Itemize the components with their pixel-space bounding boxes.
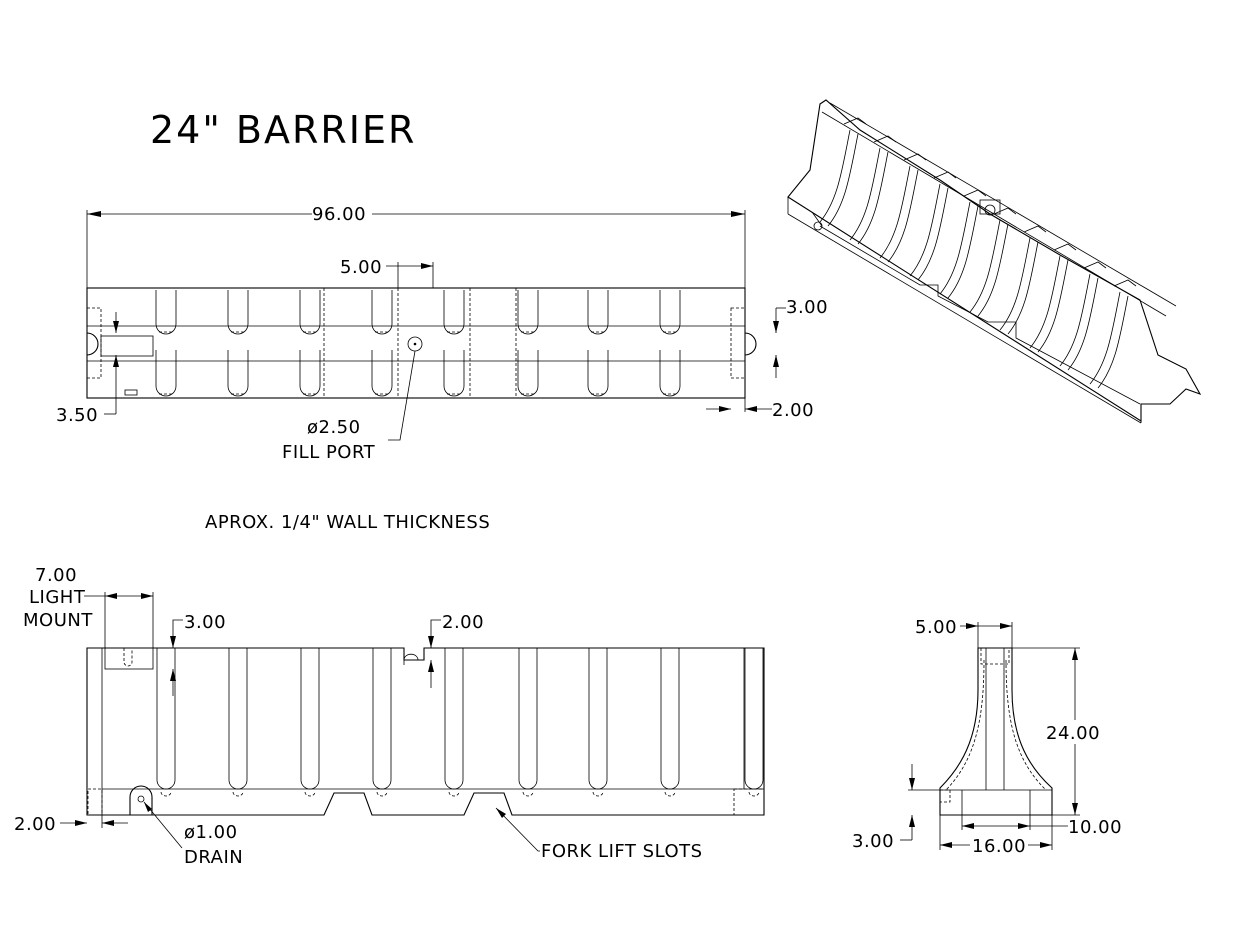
drain-diameter: ø1.00: [184, 822, 238, 843]
rib-slot: [659, 350, 681, 397]
dim-end-tab-width: 3.00: [786, 297, 828, 318]
top-view: 96.00 5.00 ø2.50 FILL PORT 3.50 3.00 2.0…: [56, 204, 828, 463]
dim-base-width: 16.00: [972, 836, 1026, 857]
wall-thickness-note: APROX. 1/4" WALL THICKNESS: [205, 512, 490, 533]
light-mount-label-2: MOUNT: [23, 610, 93, 631]
dim-fill-port-offset: 5.00: [340, 257, 382, 278]
side-rib: [744, 648, 764, 790]
dim-height: 24.00: [1046, 723, 1100, 744]
iso-rib: [879, 165, 911, 259]
rib-slot: [659, 290, 681, 335]
iso-rib: [969, 219, 1001, 313]
iso-rib: [939, 201, 971, 295]
rib-slot: [587, 290, 609, 335]
side-view: 7.00 LIGHT MOUNT 3.00 2.00 2.00 ø1.00 DR…: [14, 565, 765, 868]
side-rib: [228, 648, 248, 790]
dim-base-height: 3.00: [852, 831, 894, 852]
side-rib: [444, 648, 464, 790]
rib-slot: [227, 350, 249, 397]
dim-bottom-offset: 2.00: [14, 814, 56, 835]
rib-slot: [587, 350, 609, 397]
rib-slot: [371, 290, 393, 335]
dim-top-width: 5.00: [915, 617, 957, 638]
rib-slot: [517, 290, 539, 335]
dim-rib-offset: 3.00: [184, 612, 226, 633]
iso-rib: [1029, 255, 1061, 349]
rib-slot: [299, 290, 321, 335]
drain-label: DRAIN: [184, 847, 243, 868]
side-rib: [300, 648, 320, 790]
end-view: 5.00 24.00 10.00 16.00 3.00: [852, 617, 1122, 857]
iso-rib: [819, 129, 851, 223]
drain-circle: [137, 795, 145, 803]
rib-slot: [155, 290, 177, 335]
rib-slot: [155, 350, 177, 397]
rib-slot: [227, 290, 249, 335]
rib-slot: [299, 350, 321, 397]
top-view-rib-slots: [155, 290, 681, 397]
fill-port-label: FILL PORT: [282, 442, 376, 463]
isometric-ribs: [819, 117, 1137, 389]
iso-rib: [1089, 291, 1121, 385]
fill-port-diameter: ø2.50: [307, 417, 361, 438]
dim-fill-step: 2.00: [442, 612, 484, 633]
side-rib: [588, 648, 608, 790]
iso-rib: [999, 237, 1031, 331]
side-rib: [518, 648, 538, 790]
rib-slot: [443, 350, 465, 397]
rib-slot: [371, 350, 393, 397]
light-mount-label-1: LIGHT: [29, 587, 86, 608]
drawing-title: 24" BARRIER: [150, 108, 416, 152]
dim-overall-length: 96.00: [312, 204, 366, 225]
dim-end-gap: 2.00: [772, 400, 814, 421]
rib-slot: [517, 350, 539, 397]
side-view-ribs: [156, 648, 764, 797]
rib-slot: [443, 290, 465, 335]
side-rib: [156, 648, 176, 790]
iso-rib: [909, 183, 941, 277]
dim-light-mount: 7.00: [35, 565, 77, 586]
iso-rib: [1059, 273, 1091, 367]
drain-boss: [129, 785, 153, 815]
iso-rib: [849, 147, 881, 241]
isometric-view: [787, 99, 1202, 424]
side-rib: [660, 648, 680, 790]
dim-base-inner: 10.00: [1068, 817, 1122, 838]
fork-lift-slots-label: FORK LIFT SLOTS: [541, 841, 703, 862]
side-rib: [372, 648, 392, 790]
dim-end-notch-depth: 3.50: [56, 405, 98, 426]
